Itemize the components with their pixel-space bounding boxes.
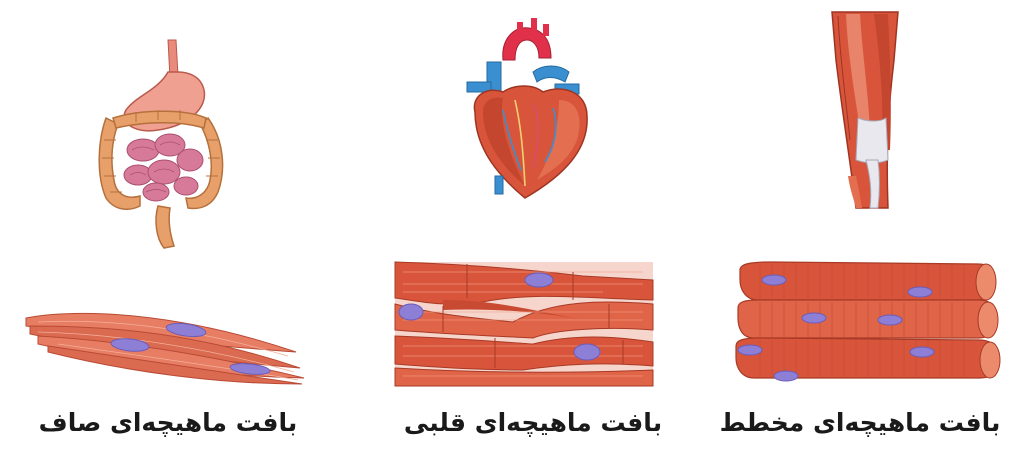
smooth-muscle-panel: بافت ماهیچه‌ای صاف — [18, 0, 318, 460]
cardiac-muscle-fibers-icon — [395, 262, 653, 386]
striated-muscle-illustration — [710, 0, 1010, 400]
striated-muscle-fibers-icon — [736, 262, 1000, 381]
cardiac-muscle-panel: بافت ماهیچه‌ای قلبی — [383, 0, 683, 460]
striated-muscle-panel: بافت ماهیچه‌ای مخطط — [710, 0, 1010, 460]
caption-cardiac-muscle: بافت ماهیچه‌ای قلبی — [383, 408, 683, 437]
heart-icon — [467, 18, 587, 198]
smooth-muscle-fibers-icon — [26, 313, 304, 384]
cardiac-muscle-illustration — [383, 0, 683, 400]
smooth-muscle-illustration — [18, 0, 318, 400]
leg-muscle-icon — [832, 12, 898, 208]
caption-smooth-muscle: بافت ماهیچه‌ای صاف — [18, 408, 318, 437]
caption-striated-muscle: بافت ماهیچه‌ای مخطط — [710, 408, 1010, 437]
digestive-system-icon — [99, 40, 222, 248]
